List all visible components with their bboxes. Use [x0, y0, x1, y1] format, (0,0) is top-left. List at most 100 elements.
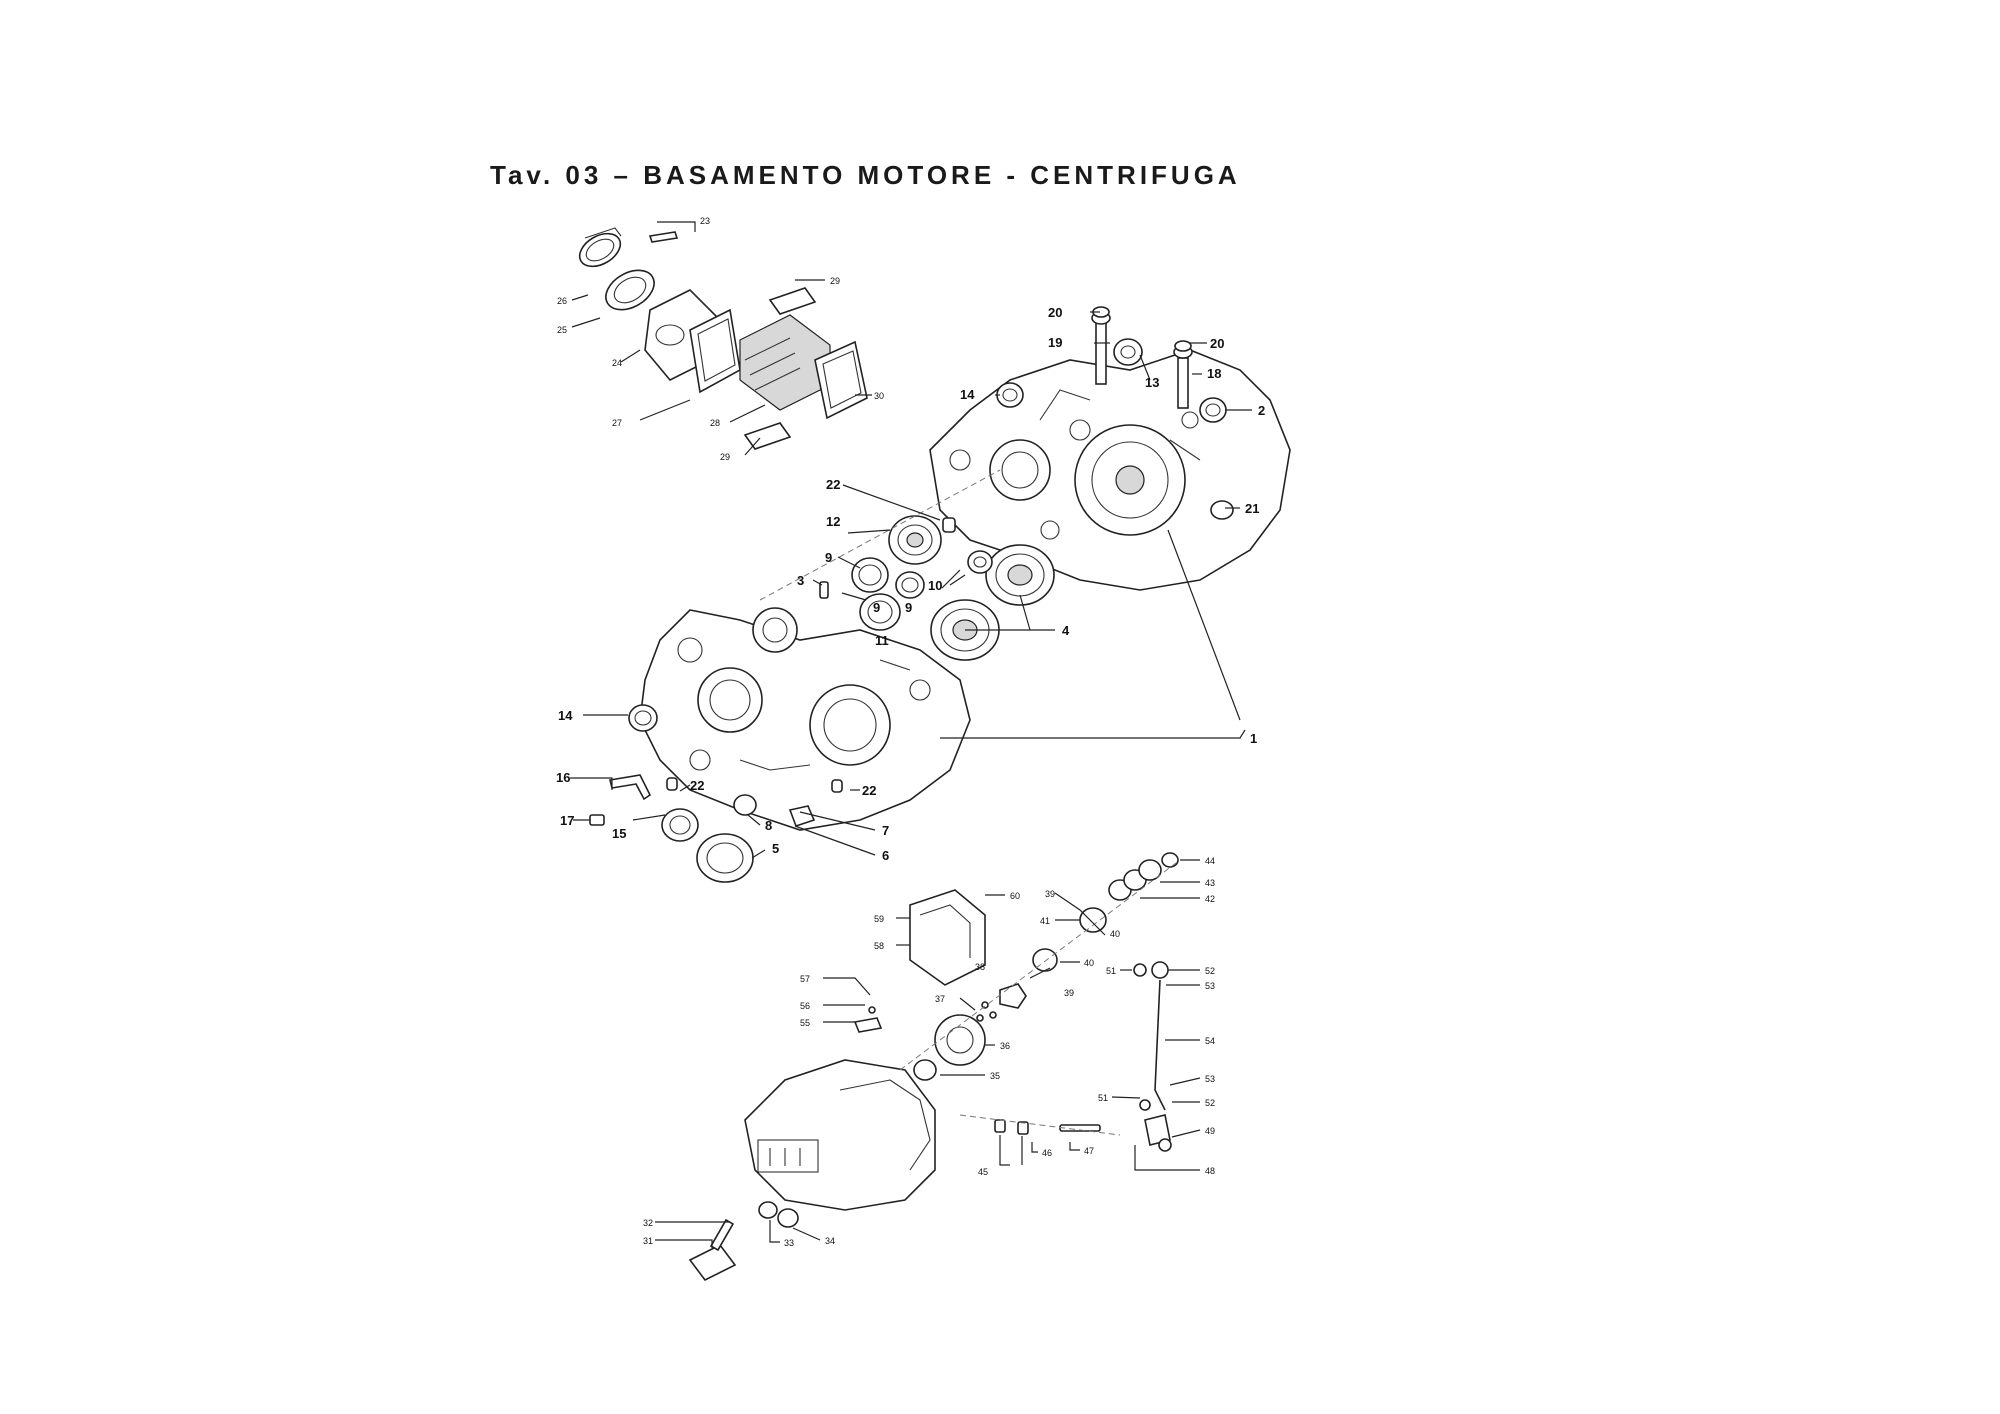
intake-screw: [648, 231, 679, 243]
nut-20-right: [1174, 340, 1192, 352]
callout-26: 26: [557, 296, 567, 306]
callout-23: 23: [700, 216, 710, 226]
page-title: Tav. 03 – BASAMENTO MOTORE - CENTRIFUGA: [490, 160, 1241, 190]
callout-25: 25: [557, 325, 567, 335]
intake-reed-valve-group: [578, 227, 868, 450]
pins-45-47: [994, 1119, 1101, 1135]
gearbox-bearing-9b: [895, 571, 925, 599]
callout-52-top: 52: [1205, 966, 1215, 976]
callout-46: 46: [1042, 1148, 1052, 1158]
shift-lever-55-57: [853, 1006, 883, 1033]
seal-14-top: [996, 382, 1024, 408]
callout-56: 56: [800, 1001, 810, 1011]
callout-29-bottom: 29: [720, 452, 730, 462]
callout-9a: 9: [825, 550, 832, 565]
crankshaft-bearing-right: [985, 544, 1055, 606]
callout-22-top: 22: [826, 477, 840, 492]
callout-30: 30: [874, 391, 884, 401]
callout-51-top: 51: [1106, 966, 1116, 976]
callout-43: 43: [1205, 878, 1215, 888]
callout-9b: 9: [905, 600, 912, 615]
seal-15: [661, 808, 699, 842]
callout-37: 37: [935, 994, 945, 1004]
callout-39-top: 39: [1045, 889, 1055, 899]
bracket-16: [609, 774, 652, 801]
callout-2: 2: [1258, 403, 1265, 418]
clutch-cover-60: [909, 889, 986, 986]
callout-21: 21: [1245, 501, 1259, 516]
gearbox-bearing-9a: [851, 557, 889, 593]
callout-20-top: 20: [1048, 305, 1062, 320]
callout-22-left: 22: [690, 778, 704, 793]
callout-48: 48: [1205, 1166, 1215, 1176]
intake-manifold-clamp: [578, 227, 622, 268]
intake-rubber-sleeve: [605, 269, 655, 311]
seal-5: [696, 833, 754, 883]
plug-21: [1210, 500, 1234, 520]
seal-33-34: [758, 1201, 799, 1228]
axis-line: [899, 859, 1181, 1071]
callout-51-bottom: 51: [1098, 1093, 1108, 1103]
callout-17: 17: [560, 813, 574, 828]
callout-35: 35: [990, 1071, 1000, 1081]
axis-line: [959, 1114, 1121, 1136]
callout-45: 45: [978, 1167, 988, 1177]
seal-2: [1199, 397, 1227, 423]
gearbox-bearing-11: [859, 593, 901, 631]
oil-seal-10: [967, 550, 993, 574]
callout-59: 59: [874, 914, 884, 924]
seal-13: [1113, 338, 1143, 366]
callout-52-bottom: 52: [1205, 1098, 1215, 1108]
reed-valve-gasket: [814, 340, 868, 420]
dowel-pin-22-top: [942, 517, 956, 533]
callout-1: 1: [1250, 731, 1257, 746]
shaft-seals-39-44: [1032, 852, 1179, 972]
axis-line: [759, 469, 1001, 601]
callout-40-top: 40: [1110, 929, 1120, 939]
callout-34: 34: [825, 1236, 835, 1246]
callout-33: 33: [784, 1238, 794, 1248]
callout-19: 19: [1048, 335, 1062, 350]
callout-9c: 9: [873, 600, 880, 615]
callout-58: 58: [874, 941, 884, 951]
callout-14-bottom: 14: [558, 708, 573, 723]
callout-40-bottom: 40: [1084, 958, 1094, 968]
callout-28: 28: [710, 418, 720, 428]
linkage-rod-54: [1133, 961, 1172, 1152]
kick-shaft-31-32: [688, 1218, 737, 1282]
callout-11: 11: [875, 633, 889, 648]
callout-7: 7: [882, 823, 889, 838]
dowel-pin-3: [819, 581, 829, 599]
callout-8: 8: [765, 818, 772, 833]
reed-petal-bottom: [743, 422, 792, 450]
fitting-6-7: [788, 805, 816, 828]
callout-31: 31: [643, 1236, 653, 1246]
washers-37: [976, 1001, 997, 1022]
callout-39-bottom: 39: [1064, 988, 1074, 998]
impeller-38: [999, 983, 1027, 1009]
callout-18: 18: [1207, 366, 1221, 381]
ignition-cover: [744, 1059, 936, 1211]
callout-27: 27: [612, 418, 622, 428]
callout-44: 44: [1205, 856, 1215, 866]
callout-20-right: 20: [1210, 336, 1224, 351]
callout-labels: 1 2 3 4 5 6 7 8 9 9 9 10 11 12 13 14 14 …: [556, 216, 1265, 1248]
callout-53-bottom: 53: [1205, 1074, 1215, 1084]
callout-47: 47: [1084, 1146, 1094, 1156]
callout-16: 16: [556, 770, 570, 785]
callout-53-top: 53: [1205, 981, 1215, 991]
reed-petal-top: [768, 287, 817, 315]
callout-38: 38: [975, 962, 985, 972]
callout-32: 32: [643, 1218, 653, 1228]
crankcase-left-half: [639, 607, 971, 831]
screw-17: [589, 814, 605, 826]
callout-36: 36: [1000, 1041, 1010, 1051]
callout-10: 10: [928, 578, 942, 593]
callout-13: 13: [1145, 375, 1159, 390]
callout-60: 60: [1010, 891, 1020, 901]
seal-14-bottom: [628, 704, 658, 732]
seal-35: [913, 1059, 937, 1081]
gear-36: [934, 1014, 986, 1066]
